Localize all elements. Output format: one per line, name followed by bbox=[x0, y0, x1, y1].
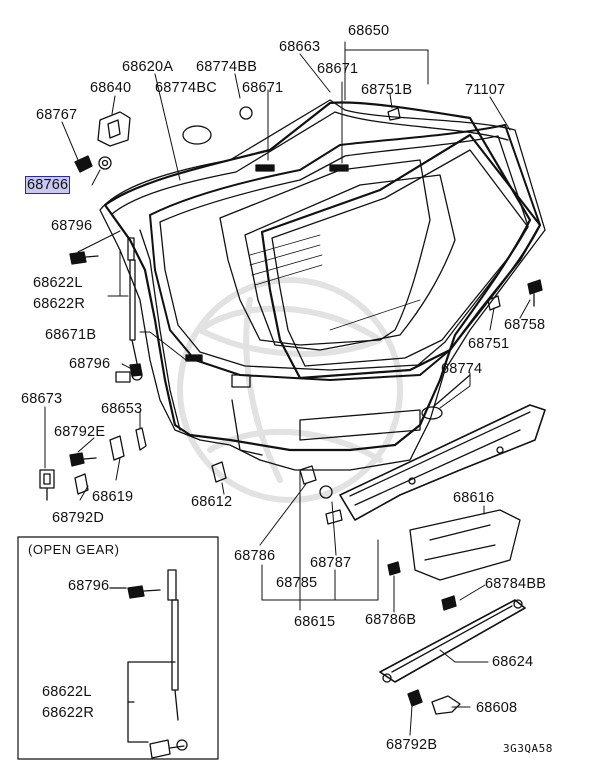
part-label[interactable]: 68624 bbox=[492, 654, 534, 670]
part-label[interactable]: 68620A bbox=[122, 59, 174, 75]
part-label[interactable]: 68786B bbox=[365, 612, 417, 628]
part-label[interactable]: 68774 bbox=[441, 361, 483, 377]
hinge-arm-68624 bbox=[379, 599, 526, 683]
part-label[interactable]: 68619 bbox=[92, 489, 134, 505]
part-label[interactable]: 68608 bbox=[476, 700, 518, 716]
emblem-68774 bbox=[421, 406, 443, 420]
part-label[interactable]: 68616 bbox=[453, 490, 495, 506]
bolt-68792D bbox=[74, 473, 89, 495]
bolt-68792E bbox=[69, 452, 85, 467]
screw-68758 bbox=[527, 279, 543, 295]
latch-68673 bbox=[39, 469, 55, 501]
clip-68671-a bbox=[255, 164, 275, 172]
bumper-68612 bbox=[211, 461, 227, 483]
clip-68671B bbox=[185, 354, 203, 362]
part-label[interactable]: 68663 bbox=[279, 39, 321, 55]
nut-68766 bbox=[98, 156, 112, 170]
weatherstrip-outer bbox=[103, 101, 532, 452]
bolt-68785 bbox=[325, 509, 343, 525]
part-label[interactable]: 68653 bbox=[101, 401, 143, 417]
inset-title: (OPEN GEAR) bbox=[28, 542, 120, 557]
part-label[interactable]: 68673 bbox=[21, 391, 63, 407]
part-label-highlighted[interactable]: 68766 bbox=[24, 176, 71, 194]
screw-68786 bbox=[299, 465, 317, 485]
part-label[interactable]: 68650 bbox=[348, 23, 390, 39]
trim-68616 bbox=[409, 509, 521, 581]
part-label[interactable]: 68615 bbox=[294, 614, 336, 630]
screw-68786B bbox=[387, 561, 401, 576]
clip-68751B bbox=[387, 107, 401, 121]
part-label[interactable]: 68787 bbox=[310, 555, 352, 571]
plug-68774BC bbox=[182, 125, 212, 145]
part-label[interactable]: 68671 bbox=[242, 80, 284, 96]
clip-68671-b bbox=[329, 164, 349, 172]
part-label[interactable]: 68774BC bbox=[155, 80, 217, 96]
part-label[interactable]: 68785 bbox=[276, 575, 318, 591]
plug-68774BB bbox=[239, 106, 253, 120]
part-label[interactable]: 68792B bbox=[386, 737, 438, 753]
part-label[interactable]: 68622R bbox=[42, 705, 94, 721]
part-label[interactable]: 68796 bbox=[51, 218, 93, 234]
diagram-code: 3G3QA58 bbox=[503, 742, 553, 755]
part-label[interactable]: 68784BB bbox=[485, 576, 547, 592]
part-label[interactable]: 68751 bbox=[468, 336, 510, 352]
part-label[interactable]: 68774BB bbox=[196, 59, 258, 75]
part-label[interactable]: 68671 bbox=[317, 61, 359, 77]
part-label[interactable]: 68622R bbox=[33, 296, 85, 312]
bolt-68767 bbox=[74, 155, 93, 173]
garnish-68615 bbox=[339, 404, 546, 521]
back-glass-frames bbox=[149, 124, 542, 381]
bolt-68796-b bbox=[129, 363, 143, 377]
part-label[interactable]: 68751B bbox=[361, 82, 413, 98]
lock-68619 bbox=[109, 435, 125, 461]
cap-68608 bbox=[431, 695, 461, 715]
open-gear-inset bbox=[17, 536, 219, 760]
part-label[interactable]: 68671B bbox=[45, 327, 97, 343]
part-label[interactable]: 68796 bbox=[69, 356, 111, 372]
part-label[interactable]: 68796 bbox=[68, 578, 110, 594]
part-label[interactable]: 68792E bbox=[54, 424, 106, 440]
part-label[interactable]: 68758 bbox=[504, 317, 546, 333]
clip-68751 bbox=[487, 295, 501, 311]
screw-68784BB bbox=[441, 595, 457, 611]
gas-strut-upper bbox=[69, 237, 143, 383]
bracket-68640 bbox=[97, 111, 131, 147]
part-label[interactable]: 68622L bbox=[42, 684, 92, 700]
part-label[interactable]: 68622L bbox=[33, 275, 83, 291]
part-label[interactable]: 71107 bbox=[465, 82, 506, 98]
part-label[interactable]: 68640 bbox=[90, 80, 132, 96]
bracket-68653 bbox=[135, 427, 147, 451]
part-label[interactable]: 68767 bbox=[36, 107, 78, 123]
bolt-68792B bbox=[407, 689, 423, 707]
part-label[interactable]: 68792D bbox=[52, 510, 104, 526]
screw-68787 bbox=[319, 485, 333, 499]
part-label[interactable]: 68612 bbox=[191, 494, 233, 510]
part-label[interactable]: 68786 bbox=[234, 548, 276, 564]
leader-lines bbox=[44, 41, 531, 736]
